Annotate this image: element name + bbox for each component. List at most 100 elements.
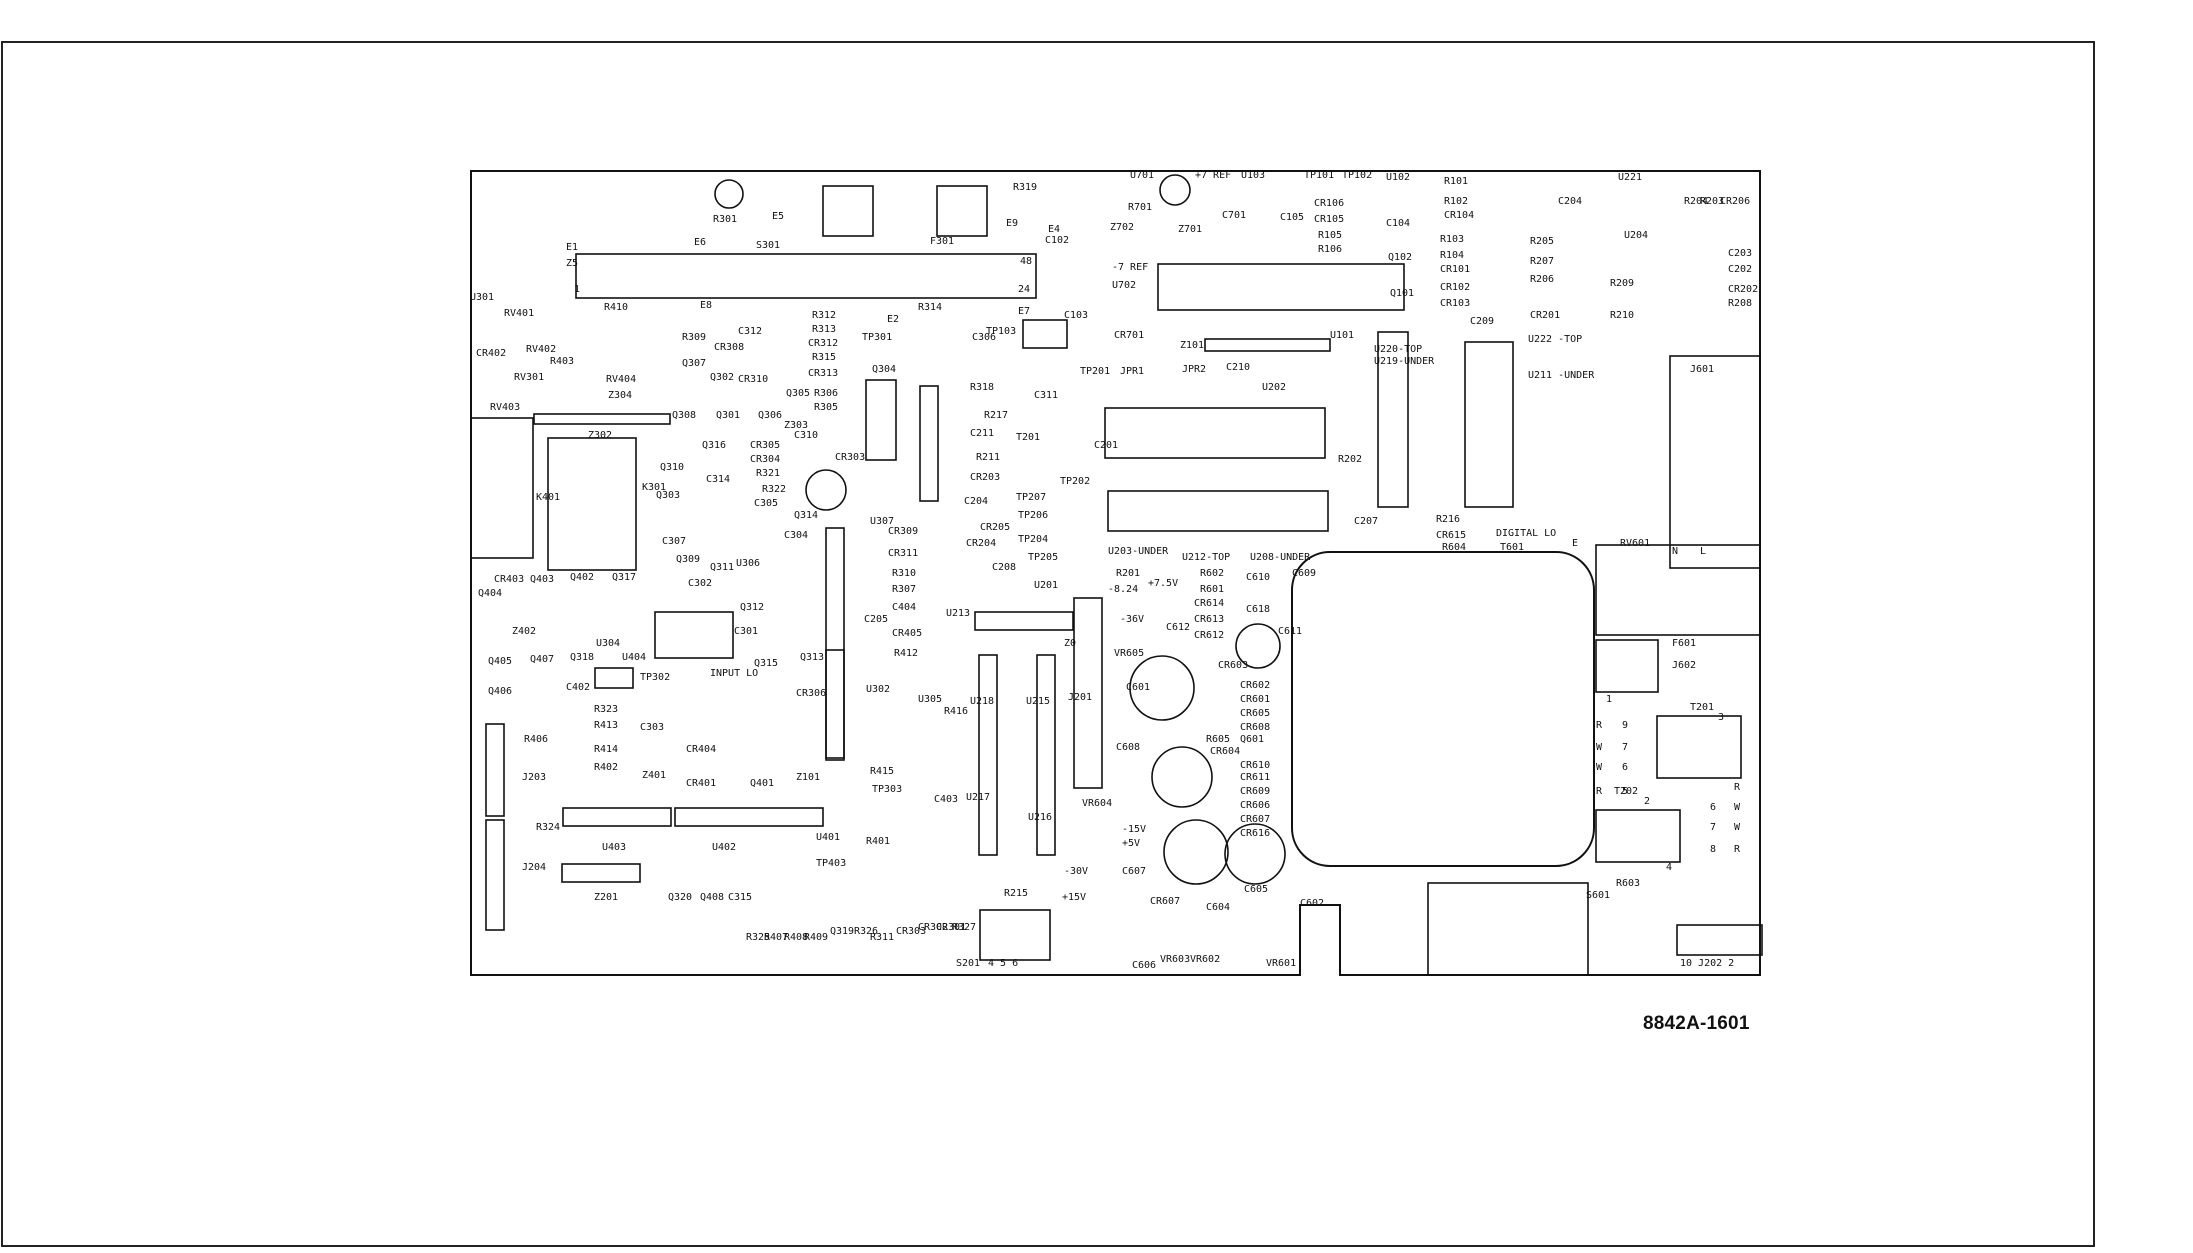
label-u203under: U203-UNDER [1108, 546, 1169, 557]
label-z402: Z402 [512, 626, 536, 637]
label-r210: R210 [1610, 310, 1634, 321]
label-r605: R605 [1206, 734, 1230, 745]
label-pin-w3: W [1734, 802, 1741, 813]
label-j602: J602 [1672, 660, 1696, 671]
label-cr609: CR609 [1240, 786, 1270, 797]
label-u401: U401 [816, 832, 840, 843]
label-r325: R325 [746, 932, 770, 943]
label-cr611: CR611 [1240, 772, 1270, 783]
label-f601: F601 [1672, 638, 1696, 649]
label-q304: Q304 [872, 364, 896, 375]
label-c211: C211 [970, 428, 994, 439]
label-u402: U402 [712, 842, 736, 853]
label-c104: C104 [1386, 218, 1410, 229]
label-c609: C609 [1292, 568, 1316, 579]
label-r321: R321 [756, 468, 780, 479]
label-cr106: CR106 [1314, 198, 1344, 209]
label-c306: C306 [972, 332, 996, 343]
label-cr402: CR402 [476, 348, 506, 359]
label-cr310: CR310 [738, 374, 768, 385]
label-tp303: TP303 [872, 784, 902, 795]
label-n: N [1672, 546, 1678, 557]
label-cr405: CR405 [892, 628, 922, 639]
label-tp204: TP204 [1018, 534, 1048, 545]
label-u212top: U212-TOP [1182, 552, 1230, 563]
label-u208under: U208-UNDER [1250, 552, 1311, 563]
label-ref: +7 REF [1195, 170, 1231, 181]
label-dlo: DIGITAL LO [1496, 528, 1556, 539]
label-cr603: CR603 [1218, 660, 1248, 671]
label-nref: -7 REF [1112, 262, 1148, 273]
label-r217: R217 [984, 410, 1008, 421]
label-u216: U216 [1028, 812, 1052, 823]
label-r603: R603 [1616, 878, 1640, 889]
label-r215: R215 [1004, 888, 1028, 899]
label-z701: Z701 [1178, 224, 1202, 235]
label-r306: R306 [814, 388, 838, 399]
label-r403: R403 [550, 356, 574, 367]
label-q405: Q405 [488, 656, 512, 667]
label-rv301: RV301 [514, 372, 544, 383]
label-cr602: CR602 [1240, 680, 1270, 691]
label-pin-w4: W [1734, 822, 1741, 833]
label-q319: Q319 [830, 926, 854, 937]
label-u213: U213 [946, 608, 970, 619]
label-u403: U403 [602, 842, 626, 853]
label-vr601: VR601 [1266, 958, 1296, 969]
label-s201: S201 [956, 958, 980, 969]
label-pin-8: 8 [1710, 844, 1716, 855]
label-j601: J601 [1690, 364, 1714, 375]
label-z101: Z101 [1180, 340, 1204, 351]
label-r318: R318 [970, 382, 994, 393]
label-e: E [1572, 538, 1578, 549]
label-r203: R203 [1700, 196, 1724, 207]
label-cr104: CR104 [1444, 210, 1474, 221]
label-q406: Q406 [488, 686, 512, 697]
label-e7: E7 [1018, 306, 1030, 317]
label-c207: C207 [1354, 516, 1378, 527]
label-jpr1: JPR1 [1120, 366, 1144, 377]
transformer-t601-outline [1291, 551, 1595, 867]
label-c606: C606 [1132, 960, 1156, 971]
label-r208: R208 [1728, 298, 1752, 309]
label-cr616: CR616 [1240, 828, 1270, 839]
label-cr305: CR305 [750, 440, 780, 451]
label-r412: R412 [894, 648, 918, 659]
label-c602: C602 [1300, 898, 1324, 909]
label-c310: C310 [794, 430, 818, 441]
label-pin-2: 2 [1644, 796, 1650, 807]
label-r211: R211 [976, 452, 1000, 463]
label-cr303b: CR303 [896, 926, 926, 937]
label-q316: Q316 [702, 440, 726, 451]
label-c202: C202 [1728, 264, 1752, 275]
label-cr604: CR604 [1210, 746, 1240, 757]
label-t201b: T201 [1690, 702, 1714, 713]
page-frame [1, 41, 2095, 1247]
label-cr403: CR403 [494, 574, 524, 585]
label-cr302: CR302 [918, 922, 948, 933]
label-t201: T201 [1016, 432, 1040, 443]
label-pin-6b: 6 [1710, 802, 1716, 813]
label-p456: 4 5 6 [988, 958, 1018, 969]
label-c601: C601 [1126, 682, 1150, 693]
label-e8: E8 [700, 300, 712, 311]
label-u302: U302 [866, 684, 890, 695]
label-cr312: CR312 [808, 338, 838, 349]
label-c203: C203 [1728, 248, 1752, 259]
label-cr701: CR701 [1114, 330, 1144, 341]
label-e6: E6 [694, 237, 706, 248]
label-q408: Q408 [700, 892, 724, 903]
label-p30v: -30V [1064, 866, 1088, 877]
label-u218: U218 [970, 696, 994, 707]
label-tp302: TP302 [640, 672, 670, 683]
label-q302: Q302 [710, 372, 734, 383]
label-r602: R602 [1200, 568, 1224, 579]
label-c102: C102 [1045, 235, 1069, 246]
label-c605: C605 [1244, 884, 1268, 895]
label-e9: E9 [1006, 218, 1018, 229]
label-c304: C304 [784, 530, 808, 541]
label-q317: Q317 [612, 572, 636, 583]
label-c204b: C204 [964, 496, 988, 507]
label-q311: Q311 [710, 562, 734, 573]
